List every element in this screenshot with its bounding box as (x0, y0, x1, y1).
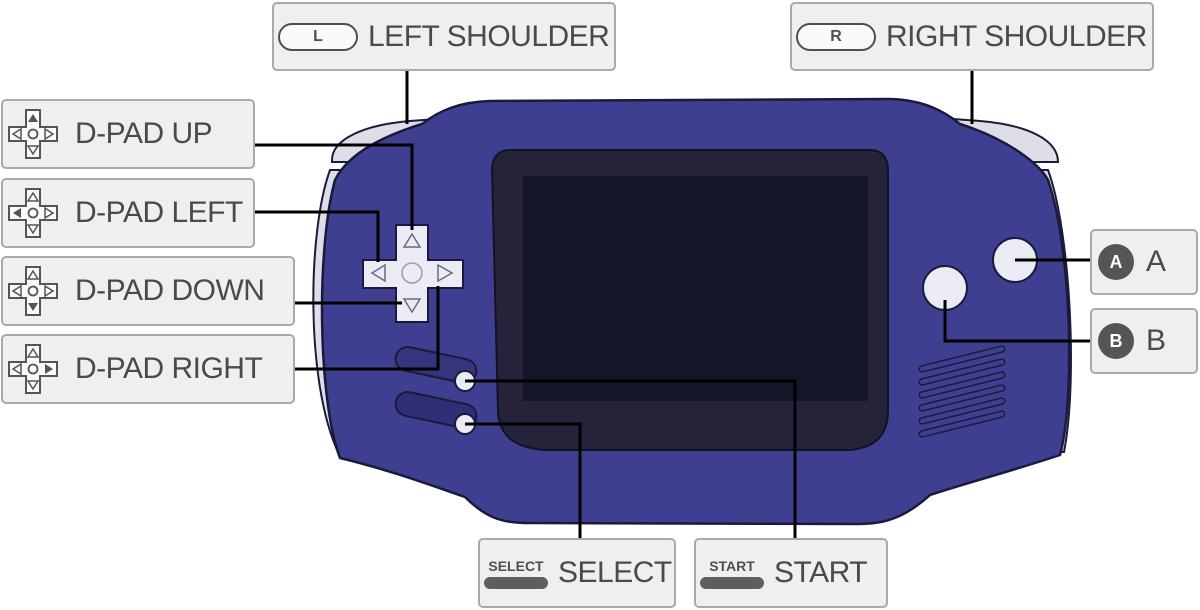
dpad-down-icon (8, 266, 58, 316)
left-shoulder-label: L LEFT SHOULDER (272, 2, 616, 71)
select-label: SELECT SELECT (478, 538, 676, 608)
dpad-down-label: D-PAD DOWN (1, 256, 295, 326)
dpad-right-arrow-icon (437, 263, 454, 283)
left-shoulder-icon: L (278, 22, 358, 51)
dpad-down-arrow-icon (402, 298, 422, 314)
left-shoulder-text: LEFT SHOULDER (368, 19, 610, 53)
leader-select (465, 422, 582, 540)
dpad-right-icon (8, 344, 58, 394)
screen (523, 176, 868, 401)
dpad-center-icon (401, 262, 423, 284)
dpad-up-text: D-PAD UP (75, 117, 213, 150)
leader-start (465, 379, 797, 540)
start-icon-caption: START (709, 557, 755, 574)
b-text: B (1146, 324, 1166, 357)
dpad-left-text: D-PAD LEFT (75, 196, 243, 229)
speaker-grille (918, 345, 1006, 438)
dpad-up-icon (8, 109, 58, 159)
start-label: START START (694, 538, 888, 608)
a-button-icon: A (1098, 244, 1134, 280)
select-icon: SELECT (484, 558, 548, 589)
right-shoulder-text: RIGHT SHOULDER (886, 19, 1147, 53)
b-label: B B (1090, 308, 1198, 374)
a-label: A A (1090, 229, 1198, 295)
leader-b (943, 300, 1090, 343)
dpad[interactable] (362, 224, 464, 323)
dpad-right-text: D-PAD RIGHT (75, 352, 263, 385)
select-icon-caption: SELECT (488, 557, 544, 574)
right-shoulder-label: R RIGHT SHOULDER (790, 2, 1154, 71)
dpad-left-icon (8, 188, 58, 238)
dpad-left-label: D-PAD LEFT (1, 178, 255, 248)
right-shoulder-icon: R (796, 22, 876, 51)
start-icon: START (700, 558, 764, 589)
dpad-up-arrow-icon (402, 232, 422, 248)
select-text: SELECT (558, 556, 672, 589)
dpad-left-arrow-icon (370, 263, 386, 283)
start-icon-bar (700, 576, 764, 589)
leader-dpad-right (294, 286, 440, 371)
dpad-up-label: D-PAD UP (1, 99, 255, 169)
leader-dpad-left (253, 210, 380, 262)
leader-dpad-up (253, 143, 414, 230)
b-button-icon: B (1098, 323, 1134, 359)
select-icon-bar (484, 576, 548, 589)
dpad-down-text: D-PAD DOWN (75, 274, 265, 307)
dpad-right-label: D-PAD RIGHT (1, 334, 295, 404)
a-text: A (1146, 245, 1166, 278)
start-text: START (774, 556, 868, 589)
leader-lines (253, 70, 1090, 540)
